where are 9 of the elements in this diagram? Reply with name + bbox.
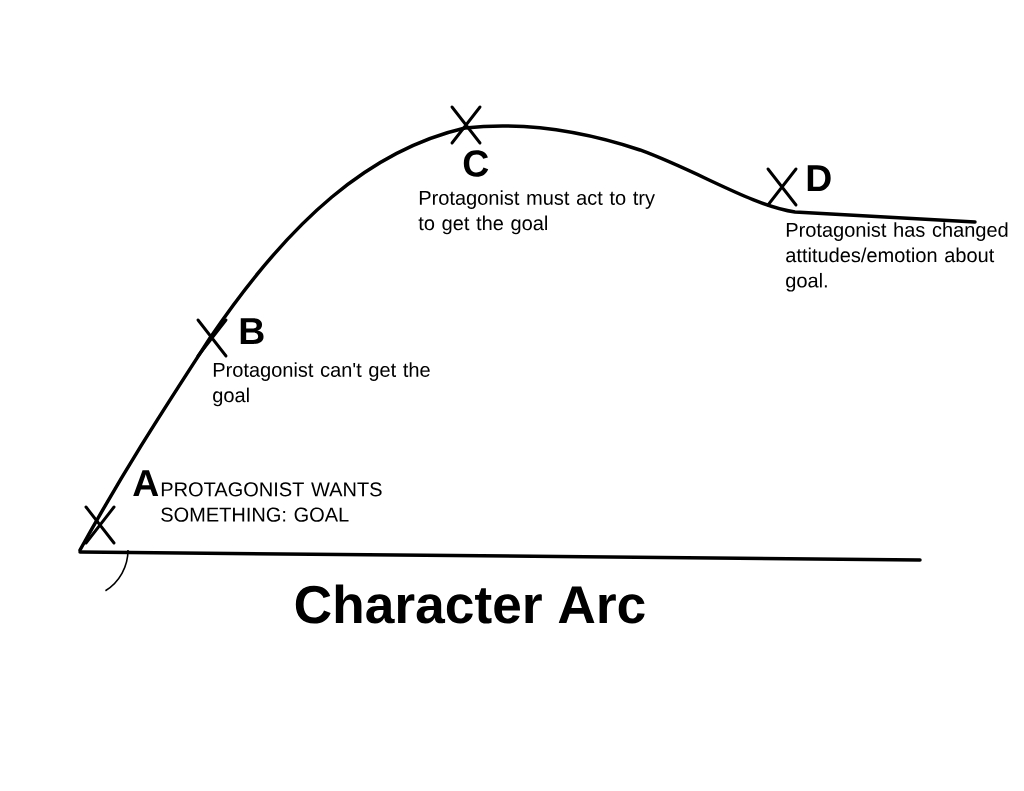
point-letter: B: [240, 318, 264, 344]
annotation-text: Protagonist has changed attitudes/emotion about goal.: [786, 222, 1008, 292]
point-letter: A: [133, 470, 159, 496]
annotation-text: PROTAGONIST WANTS SOMETHING: GOAL: [161, 482, 382, 522]
annotation-text: Protagonist must act to try to get the goal: [418, 190, 655, 235]
title: Character Arc: [295, 584, 645, 624]
point-letter: D: [807, 165, 831, 191]
point-letter: C: [463, 150, 489, 177]
annotation-text: Protagonist can't get the goal: [213, 362, 430, 407]
